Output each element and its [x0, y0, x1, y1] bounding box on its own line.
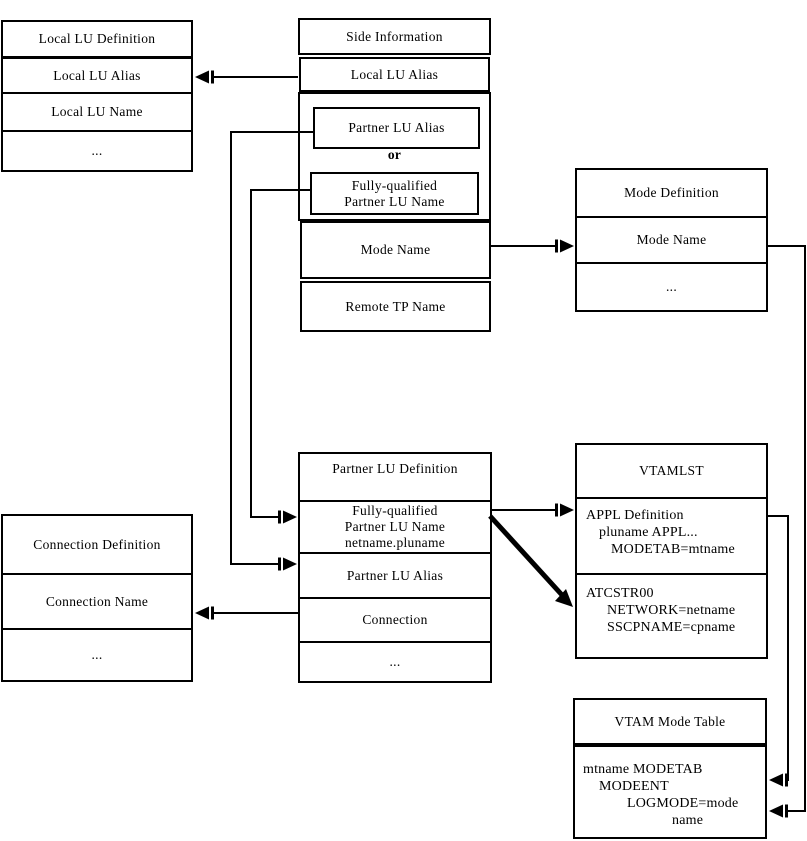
partner-lu-definition-alias: Partner LU Alias — [298, 552, 492, 599]
local-lu-definition-title: Local LU Definition — [1, 20, 193, 58]
local-lu-definition-more: ... — [1, 130, 193, 172]
vtamlst-atcstr00: ATCSTR00 NETWORK=netname SSCPNAME=cpname — [575, 573, 768, 659]
mode-definition-more: ... — [575, 262, 768, 312]
partner-lu-definition-more: ... — [298, 641, 492, 683]
local-lu-definition-name: Local LU Name — [1, 92, 193, 132]
local-lu-definition-alias: Local LU Alias — [1, 57, 193, 94]
partner-lu-definition-connection: Connection — [298, 597, 492, 643]
side-information-mode-name: Mode Name — [300, 221, 491, 279]
connector-local-lu-alias — [195, 70, 298, 84]
or-label: or — [387, 147, 402, 162]
connector-mode-name — [491, 239, 574, 253]
side-information-title: Side Information — [298, 18, 491, 55]
mode-definition-title: Mode Definition — [575, 168, 768, 218]
side-information-partner-lu-alias: Partner LU Alias — [313, 107, 480, 149]
connector-modetab-to-mode-table — [768, 515, 789, 787]
connector-fq-to-appl — [492, 503, 574, 517]
connector-fq-to-atcstr00 — [488, 514, 573, 607]
connector-mode-name-to-vtam-mode-table — [768, 245, 806, 818]
side-information-local-lu-alias: Local LU Alias — [299, 57, 490, 92]
connector-connection-name — [195, 606, 298, 620]
vtam-mode-table-title: VTAM Mode Table — [573, 698, 767, 745]
side-information-remote-tp-name: Remote TP Name — [300, 281, 491, 332]
partner-lu-definition-fully-qualified: Fully-qualified Partner LU Name netname.… — [298, 500, 492, 554]
vtamlst-title: VTAMLST — [575, 443, 768, 499]
mode-definition-mode-name: Mode Name — [575, 216, 768, 264]
partner-lu-definition-title: Partner LU Definition — [298, 452, 492, 502]
vtam-mode-table-content: mtname MODETAB MODEENT LOGMODE=mode name — [573, 745, 767, 839]
connection-definition-more: ... — [1, 628, 193, 682]
connection-definition-name: Connection Name — [1, 573, 193, 630]
side-information-fully-qualified: Fully-qualified Partner LU Name — [310, 172, 479, 215]
connection-definition-title: Connection Definition — [1, 514, 193, 575]
vtamlst-appl-definition: APPL Definition pluname APPL... MODETAB=… — [575, 497, 768, 575]
